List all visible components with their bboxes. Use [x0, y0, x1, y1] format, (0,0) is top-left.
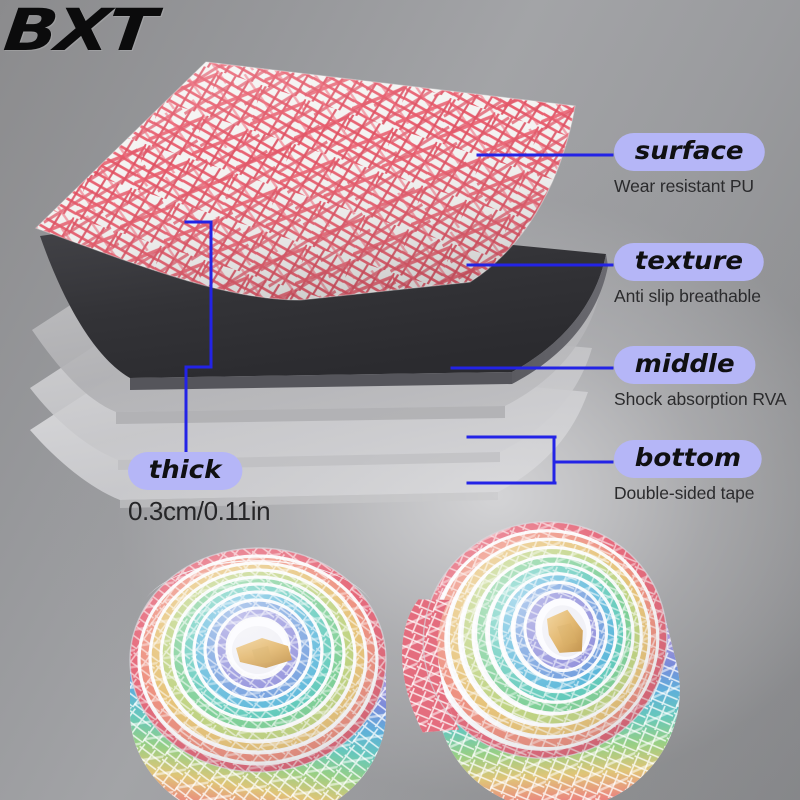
callout-texture-label: texture — [614, 243, 764, 282]
callout-surface-caption: Wear resistant PU — [614, 176, 754, 197]
tape-roll-right — [402, 521, 680, 800]
callout-texture-caption: Anti slip breathable — [614, 286, 761, 307]
callout-middle: middle Shock absorption RVA — [614, 346, 800, 410]
callout-bottom-label: bottom — [614, 440, 762, 479]
callout-bottom: bottom Double-sided tape — [614, 440, 800, 504]
brand-logo: BXT — [0, 0, 158, 64]
callout-surface-label: surface — [614, 133, 765, 172]
thickness-value: 0.3cm/0.11in — [128, 496, 271, 527]
callout-thick-label: thick — [128, 452, 243, 491]
leader-thick — [184, 220, 213, 454]
callout-surface: surface Wear resistant PU — [614, 133, 800, 197]
leader-lines — [184, 153, 614, 485]
callout-middle-label: middle — [614, 346, 756, 385]
tape-roll-left — [129, 547, 387, 800]
callout-bottom-caption: Double-sided tape — [614, 483, 755, 504]
leader-bottom — [466, 435, 614, 485]
callout-middle-caption: Shock absorption RVA — [614, 389, 787, 410]
callout-thick: thick 0.3cm/0.11in — [128, 452, 368, 527]
callout-texture: texture Anti slip breathable — [614, 243, 800, 307]
